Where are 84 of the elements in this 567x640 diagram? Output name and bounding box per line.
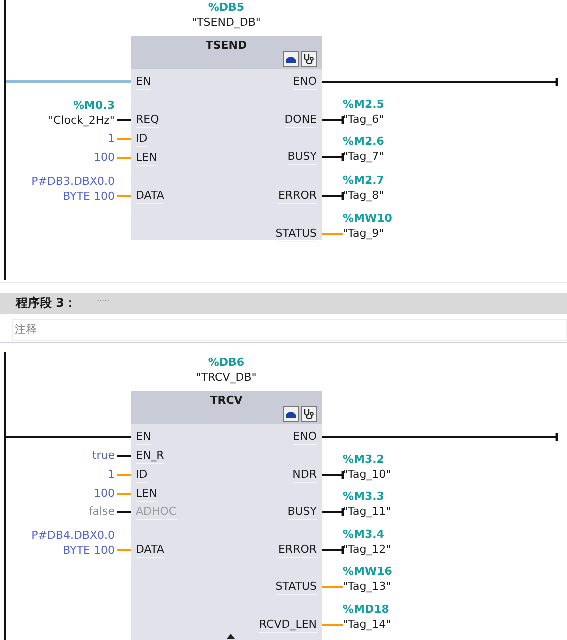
pin-name: LEN xyxy=(136,487,158,502)
tag-address: %MD18 xyxy=(343,602,390,617)
pin-name: EN_R xyxy=(136,449,164,464)
wire xyxy=(117,474,131,476)
tag-name: "Tag_11" xyxy=(343,504,392,519)
network-header xyxy=(0,293,567,314)
operand-value: 1 xyxy=(108,467,115,482)
wire xyxy=(6,80,131,84)
wire xyxy=(117,455,131,457)
instance-name: "TSEND_DB" xyxy=(191,16,262,29)
instruction-block xyxy=(131,36,322,240)
pin-name: STATUS xyxy=(276,580,317,595)
operand-value: 100 xyxy=(94,150,115,165)
instance-name: "TRCV_DB" xyxy=(195,371,258,384)
wire xyxy=(322,114,344,126)
wire xyxy=(117,138,131,140)
tag-name: "Tag_7" xyxy=(343,149,386,164)
wire xyxy=(322,506,344,518)
network-name: ..... xyxy=(97,294,110,303)
tag-name: "Tag_8" xyxy=(343,188,386,203)
tag-name: "Tag_9" xyxy=(343,226,386,241)
tag-name: "Tag_13" xyxy=(343,579,392,594)
wire xyxy=(117,157,131,159)
wire xyxy=(322,190,344,202)
comment-field: 注释 xyxy=(12,319,567,341)
pin-name: ERROR xyxy=(278,189,317,204)
block-title: TSEND xyxy=(204,39,248,52)
operand-value: 100 xyxy=(94,486,115,501)
wire xyxy=(117,119,131,121)
pin-name: DONE xyxy=(284,113,317,128)
tag-name: "Tag_6" xyxy=(343,112,386,127)
pin-name: DATA xyxy=(136,189,164,204)
tag-name: "Clock_2Hz" xyxy=(47,113,115,128)
wire xyxy=(322,76,558,88)
pin-name: ENO xyxy=(293,75,317,90)
wire xyxy=(322,624,343,626)
wire xyxy=(322,470,344,480)
pin-name: DATA xyxy=(136,543,164,558)
pin-name: EN xyxy=(136,75,152,90)
instance-address: %DB5 xyxy=(207,1,246,14)
tag-address: %M2.5 xyxy=(343,97,386,112)
pin-name: BUSY xyxy=(288,150,317,165)
wire xyxy=(117,549,131,551)
network-title: 程序段 3： xyxy=(16,295,77,312)
pin-name: NDR xyxy=(292,468,317,483)
wire xyxy=(117,493,131,495)
tag-address: %M0.3 xyxy=(72,98,115,113)
pin-name: RCVD_LEN xyxy=(259,618,317,633)
tag-name: "Tag_12" xyxy=(343,542,392,557)
wire xyxy=(117,511,131,513)
instance-address: %DB6 xyxy=(207,356,246,369)
wire xyxy=(117,195,131,197)
pin-name: STATUS xyxy=(276,227,317,242)
tag-address: %M3.2 xyxy=(343,452,386,467)
operand-value: P#DB3.DBX0.0 BYTE 100 xyxy=(30,174,115,204)
pin-name: ADHOC xyxy=(136,505,177,520)
pin-name: ENO xyxy=(293,430,317,445)
wire xyxy=(322,152,344,162)
tag-address: %MW16 xyxy=(343,564,394,579)
tag-address: %M2.6 xyxy=(343,134,386,149)
tag-address: %M3.3 xyxy=(343,489,386,504)
tag-address: %M3.4 xyxy=(343,527,386,542)
block-title: TRCV xyxy=(209,394,244,407)
pin-name: LEN xyxy=(136,151,158,166)
wire xyxy=(322,586,343,588)
pin-name: REQ xyxy=(136,113,160,128)
pin-name: BUSY xyxy=(288,505,317,520)
wire xyxy=(322,233,343,235)
tag-name: "Tag_10" xyxy=(343,467,392,482)
tag-address: %MW10 xyxy=(343,211,394,226)
wire xyxy=(6,436,131,438)
operand-value: 1 xyxy=(108,131,115,146)
wire xyxy=(322,544,344,556)
operand-value: true xyxy=(92,448,115,463)
pin-name: ERROR xyxy=(278,543,317,558)
operand-value: false xyxy=(88,504,115,519)
wire xyxy=(322,432,558,442)
tag-address: %M2.7 xyxy=(343,173,386,188)
pin-name: ID xyxy=(136,468,148,483)
operand-value: P#DB4.DBX0.0 BYTE 100 xyxy=(30,528,115,558)
pin-name: ID xyxy=(136,132,148,147)
pin-name: EN xyxy=(136,430,152,445)
instruction-block xyxy=(131,391,322,640)
tag-name: "Tag_14" xyxy=(343,617,392,632)
